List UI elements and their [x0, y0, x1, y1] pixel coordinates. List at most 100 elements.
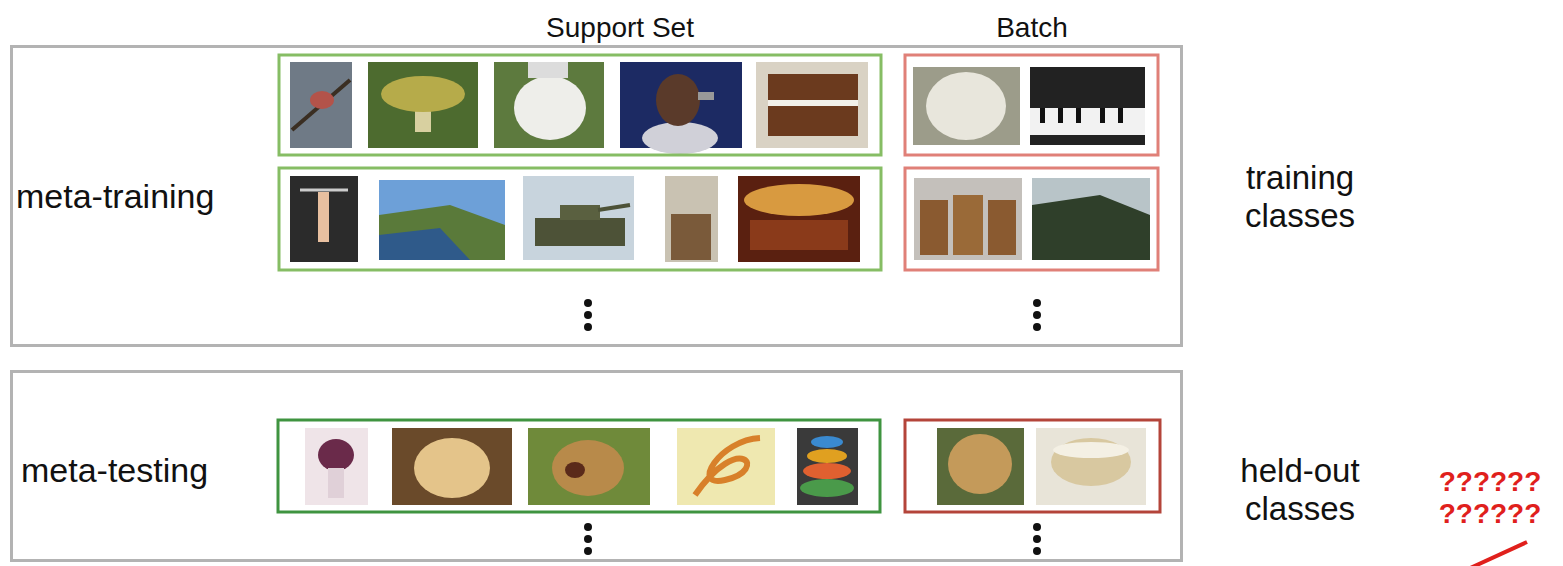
photo-barrel [665, 176, 718, 262]
leader-line [1466, 542, 1527, 566]
phase-label: meta-testing [21, 451, 208, 490]
photo-cliffs [379, 205, 505, 260]
photo-singer [656, 74, 700, 126]
photo-tank [535, 218, 625, 246]
photo-bowl [1036, 428, 1146, 505]
batch-frame [905, 55, 1158, 155]
row-label: training classes [1200, 159, 1400, 235]
photo-lion [552, 440, 624, 496]
question-note: ?????? ?????? [1420, 466, 1560, 530]
photo-piano [1118, 108, 1123, 123]
photo-curl [677, 428, 775, 505]
photo-cliffs [1032, 178, 1150, 260]
photo-barrel [665, 176, 718, 262]
photo-singer [620, 62, 742, 154]
photo-gymnast [300, 189, 348, 192]
phase-label: meta-training [16, 177, 214, 216]
photo-bowl [1036, 428, 1146, 505]
photo-golden-dog [414, 438, 490, 498]
photo-curl [695, 438, 760, 495]
photo-piano [1076, 108, 1081, 123]
batch-frame [905, 420, 1160, 512]
photo-dog [913, 67, 1020, 145]
photo-dog [514, 76, 586, 140]
photo-piano [1058, 108, 1063, 123]
ellipsis-dots [1033, 535, 1041, 543]
photo-piano [1030, 108, 1145, 135]
label-holder: Support Set [460, 12, 780, 44]
photo-tank [560, 205, 600, 220]
photo-lion [937, 428, 1024, 505]
photo-golden-dog [392, 428, 512, 505]
photo-dog [494, 62, 604, 148]
photo-cliffs [379, 228, 470, 260]
photo-piano [756, 62, 868, 148]
photo-tank [523, 176, 634, 260]
ellipsis-dots [584, 523, 592, 531]
ellipsis-dots [1033, 523, 1041, 531]
photo-bowl [1053, 442, 1129, 458]
photo-mushroom [368, 62, 478, 148]
photo-mushroom [381, 76, 465, 112]
column-header: Batch [922, 12, 1142, 44]
photo-barrels [920, 200, 948, 255]
photo-bird [292, 80, 350, 130]
row-label: held-out classes [1200, 452, 1400, 528]
photo-barrels [914, 178, 1022, 260]
support-frame [278, 420, 880, 512]
ellipsis-dots [584, 311, 592, 319]
label-holder: ?????? ?????? [1420, 466, 1560, 530]
ellipsis-dots [584, 299, 592, 307]
photo-bowls [811, 436, 843, 448]
photo-bird [290, 62, 352, 148]
photo-carousel [738, 176, 860, 262]
ellipsis-dots [584, 547, 592, 555]
photo-cliffs [379, 180, 505, 260]
photo-barrels [914, 178, 1022, 260]
label-holder: Batch [922, 12, 1142, 44]
photo-singer [698, 92, 714, 100]
set-frames [278, 55, 1160, 512]
batch-frame [905, 168, 1158, 270]
ellipsis-dots [584, 299, 1041, 555]
photo-carousel [750, 220, 848, 250]
photo-lion [528, 428, 650, 505]
photo-tank [523, 176, 634, 260]
ellipsis-dots [584, 323, 592, 331]
ellipsis-dots [584, 535, 592, 543]
ellipsis-dots [1033, 299, 1041, 307]
photo-lion [937, 428, 1024, 505]
photo-lion [528, 428, 650, 505]
photo-bowl [1051, 438, 1131, 486]
photo-piano [1030, 67, 1145, 145]
ellipsis-dots [1033, 323, 1041, 331]
photo-singer [642, 122, 718, 154]
photo-piano [768, 100, 858, 106]
photo-dessert [328, 468, 344, 498]
photo-carousel [738, 176, 860, 262]
photo-barrels [988, 200, 1016, 255]
photo-carousel [744, 184, 854, 216]
photo-tank [598, 205, 630, 210]
photo-lion [565, 462, 585, 478]
photo-dog [913, 67, 1020, 145]
phase-band: meta-testing [10, 370, 1183, 562]
photo-barrels [953, 195, 983, 255]
support-frame [279, 55, 881, 155]
photo-gymnast [318, 192, 329, 242]
photo-bowls [797, 428, 858, 505]
photo-dessert [305, 428, 368, 505]
photo-curl [677, 428, 775, 505]
photo-barrel [671, 214, 711, 260]
photo-piano [1040, 108, 1045, 123]
photo-bowls [803, 463, 851, 479]
photo-mushroom [368, 62, 478, 148]
photo-bowls [800, 479, 854, 497]
photo-bird [310, 91, 334, 109]
photo-bird [290, 62, 352, 148]
photo-piano [768, 74, 858, 136]
photo-dessert [305, 428, 368, 505]
ellipsis-dots [1033, 547, 1041, 555]
phase-band: meta-training [10, 45, 1183, 347]
